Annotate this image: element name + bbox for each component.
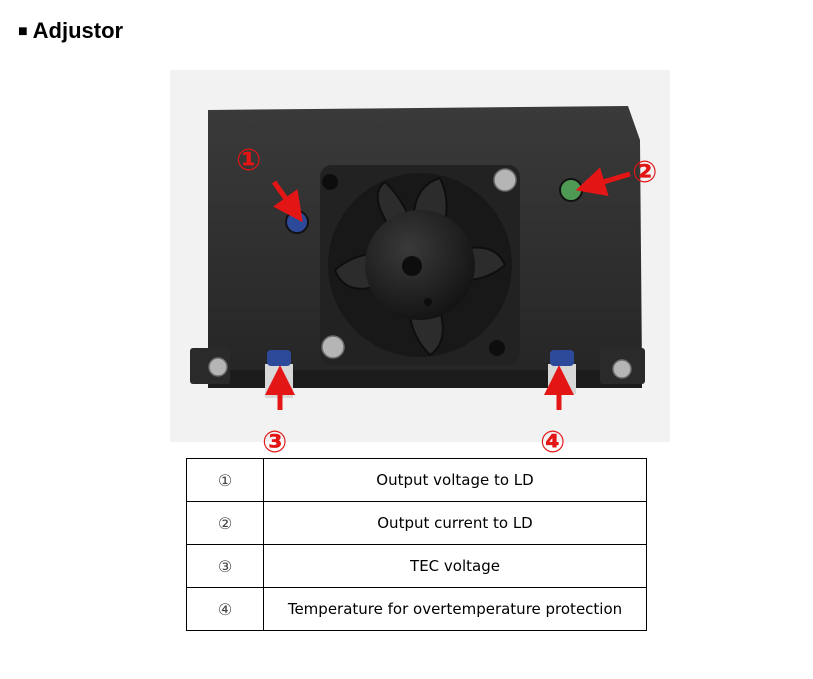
heading-title: Adjustor xyxy=(32,18,124,43)
row-description: Output current to LD xyxy=(263,501,647,545)
row-description: Temperature for overtemperature protecti… xyxy=(263,587,647,631)
adjustor-knob-1 xyxy=(285,210,309,234)
adjustor-knob-3 xyxy=(267,350,291,366)
row-number: ③ xyxy=(186,544,264,588)
callout-3: ③ xyxy=(262,425,287,460)
section-heading: ■Adjustor xyxy=(18,17,123,46)
row-number: ② xyxy=(186,501,264,545)
adjustor-knob-4 xyxy=(550,350,574,366)
square-bullet-icon: ■ xyxy=(18,23,28,40)
table-row: ② Output current to LD xyxy=(186,501,647,545)
callout-arrows xyxy=(265,167,631,410)
row-description: TEC voltage xyxy=(263,544,647,588)
adjustor-knob-2 xyxy=(559,178,583,202)
callout-1: ① xyxy=(236,143,261,178)
mounting-screws xyxy=(208,168,632,379)
callout-4: ④ xyxy=(540,425,565,460)
callout-2: ② xyxy=(632,155,657,190)
adjustor-photo: ① ② ③ ④ xyxy=(170,70,670,460)
table-row: ④ Temperature for overtemperature protec… xyxy=(186,587,647,631)
table-row: ① Output voltage to LD xyxy=(186,458,647,502)
row-number: ① xyxy=(186,458,264,502)
row-description: Output voltage to LD xyxy=(263,458,647,502)
table-row: ③ TEC voltage xyxy=(186,544,647,588)
adjustor-table: ① Output voltage to LD ② Output current … xyxy=(186,458,647,631)
row-number: ④ xyxy=(186,587,264,631)
cooling-fan xyxy=(320,165,520,365)
